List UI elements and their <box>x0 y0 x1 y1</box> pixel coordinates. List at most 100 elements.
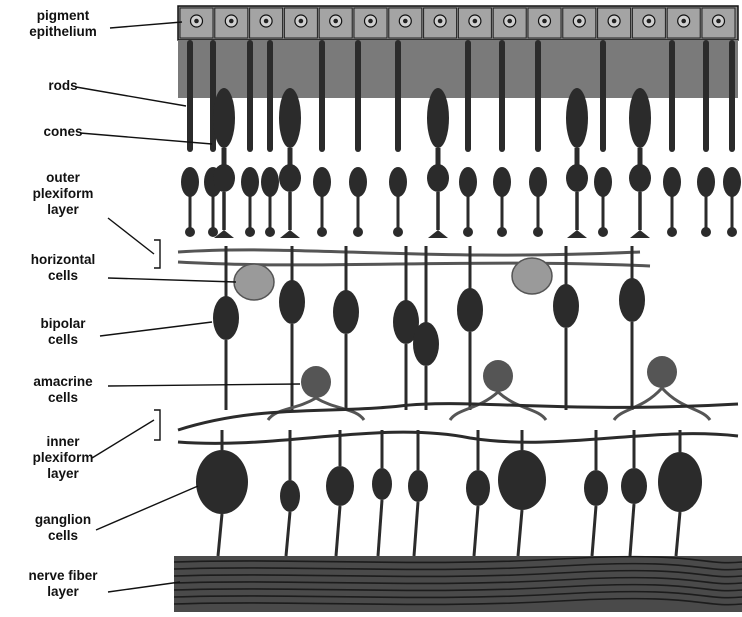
epithelium-nucleolus <box>716 19 721 24</box>
rod-spherule <box>497 227 507 237</box>
rod-spherule <box>701 227 711 237</box>
cone-nucleus <box>427 164 449 192</box>
ganglion-axon <box>518 510 522 556</box>
rod-spherule <box>667 227 677 237</box>
rod-nucleus <box>181 167 199 197</box>
epithelium-nucleolus <box>333 19 338 24</box>
rod-outer-segment <box>267 40 273 152</box>
amacrine-process <box>614 388 710 420</box>
ganglion-axon <box>630 504 634 556</box>
rod-nucleus <box>349 167 367 197</box>
ganglion-cells-group <box>196 430 702 556</box>
label-nerve-fiber-layer: nerve fiber layer <box>8 568 118 600</box>
rod-nucleus <box>241 167 259 197</box>
outer-segment-band <box>178 40 738 98</box>
rod-outer-segment <box>729 40 735 152</box>
ganglion-cell <box>584 470 608 506</box>
ganglion-axon <box>474 506 478 556</box>
leader-amacrine-cells <box>108 384 300 386</box>
epithelium-nucleolus <box>542 19 547 24</box>
rod-outer-segment <box>499 40 505 152</box>
epithelium-nucleolus <box>507 19 512 24</box>
ganglion-cell <box>621 468 647 504</box>
amacrine-cells-group <box>178 356 738 443</box>
rod-outer-segment <box>600 40 606 152</box>
rod-outer-segment <box>535 40 541 152</box>
cone-inner-segment <box>629 88 651 148</box>
bipolar-cell <box>457 288 483 332</box>
bipolar-cell <box>413 322 439 366</box>
amacrine-cell <box>483 360 513 392</box>
rod-spherule <box>208 227 218 237</box>
bipolar-cell <box>553 284 579 328</box>
rod-spherule <box>185 227 195 237</box>
epithelium-nucleolus <box>194 19 199 24</box>
epithelium-nucleolus <box>577 19 582 24</box>
leader-outer-plexiform <box>108 218 154 254</box>
bipolar-cell <box>279 280 305 324</box>
ganglion-axon <box>378 500 382 556</box>
cone-nucleus <box>213 164 235 192</box>
epithelium-nucleolus <box>229 19 234 24</box>
bracket-outer-plexiform <box>154 240 160 268</box>
bracket-inner-plexiform <box>154 410 160 440</box>
ganglion-cell <box>658 452 702 512</box>
label-outer-plexiform-layer: outer plexiform layer <box>8 170 118 218</box>
cone-pedicle <box>630 230 650 238</box>
rod-outer-segment <box>355 40 361 152</box>
amacrine-cell <box>301 366 331 398</box>
horizontal-cell <box>234 264 274 300</box>
ganglion-cell <box>280 480 300 512</box>
ganglion-cell <box>466 470 490 506</box>
label-rods: rods <box>8 78 118 94</box>
rod-spherule <box>353 227 363 237</box>
horizontal-cells-group <box>178 250 650 300</box>
epithelium-nucleolus <box>681 19 686 24</box>
ganglion-cell <box>372 468 392 500</box>
ganglion-axon <box>592 506 596 556</box>
ganglion-cell <box>498 450 546 510</box>
epithelium-nucleolus <box>299 19 304 24</box>
cone-nucleus <box>566 164 588 192</box>
rod-nucleus <box>697 167 715 197</box>
rod-outer-segment <box>465 40 471 152</box>
ganglion-cell <box>326 466 354 506</box>
epithelium-nucleolus <box>264 19 269 24</box>
rod-outer-segment <box>187 40 193 152</box>
ganglion-axon <box>336 506 340 556</box>
leader-horizontal-cells <box>108 278 236 282</box>
cone-pedicle <box>567 230 587 238</box>
ganglion-axon <box>286 512 290 556</box>
rod-spherule <box>463 227 473 237</box>
rod-nucleus <box>663 167 681 197</box>
rod-nucleus <box>723 167 741 197</box>
cone-nucleus <box>629 164 651 192</box>
horizontal-process <box>178 250 640 255</box>
cone-inner-segment <box>213 88 235 148</box>
horizontal-cell <box>512 258 552 294</box>
rod-spherule <box>598 227 608 237</box>
label-bipolar-cells: bipolar cells <box>8 316 118 348</box>
rod-outer-segment <box>247 40 253 152</box>
epithelium-nucleolus <box>612 19 617 24</box>
rod-spherule <box>317 227 327 237</box>
rod-outer-segment <box>669 40 675 152</box>
rod-outer-segment <box>703 40 709 152</box>
rod-outer-segment <box>395 40 401 152</box>
photoreceptor-outer-segment-band <box>178 40 738 98</box>
rod-outer-segment <box>319 40 325 152</box>
inner-plexiform-process <box>178 404 738 430</box>
epithelium-nucleolus <box>403 19 408 24</box>
leader-pigment-epithelium <box>110 22 182 28</box>
rod-nucleus <box>313 167 331 197</box>
cone-inner-segment <box>279 88 301 148</box>
leader-nerve-fiber-layer <box>108 582 180 592</box>
bipolar-cell <box>619 278 645 322</box>
ganglion-axon <box>414 502 418 556</box>
ganglion-cell <box>408 470 428 502</box>
cone-pedicle <box>428 230 448 238</box>
rod-nucleus <box>594 167 612 197</box>
epithelium-nucleolus <box>438 19 443 24</box>
epithelium-nucleolus <box>473 19 478 24</box>
